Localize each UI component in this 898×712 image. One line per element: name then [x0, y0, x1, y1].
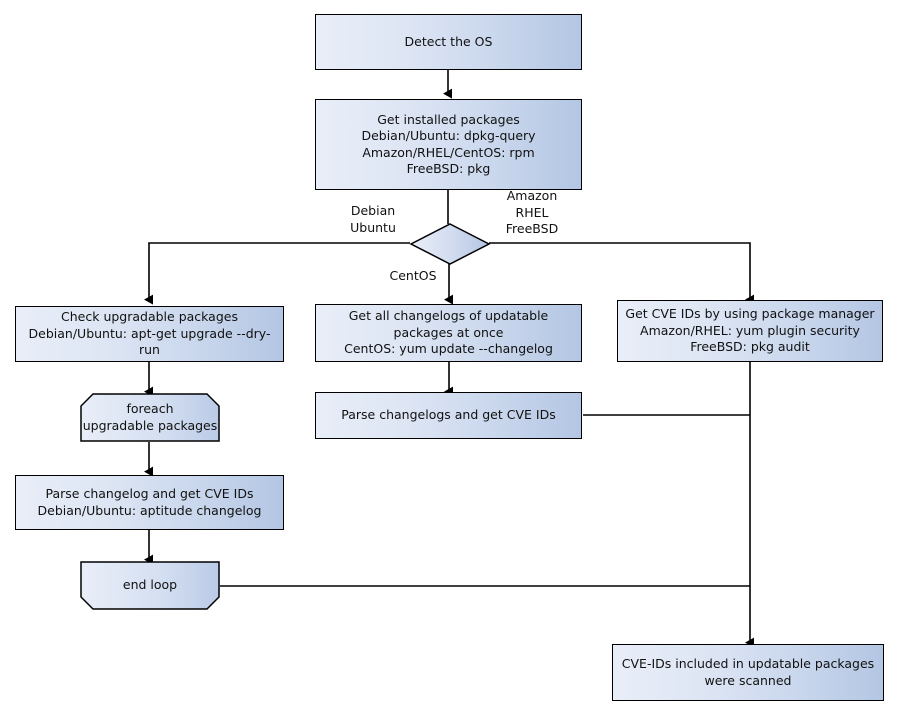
wire-decision-right	[489, 242, 754, 305]
node-detect-os[interactable]: Detect the OS	[315, 14, 582, 70]
node-check-upgradable-label: Check upgradable packages Debian/Ubuntu:…	[28, 309, 271, 358]
node-parse-changelogs-middle-label: Parse changelogs and get CVE IDs	[341, 407, 556, 423]
node-check-upgradable[interactable]: Check upgradable packages Debian/Ubuntu:…	[15, 306, 284, 362]
wire-decision-left	[144, 242, 410, 305]
node-end-loop[interactable]: end loop	[80, 561, 220, 610]
node-parse-changelog-left-label: Parse changelog and get CVE IDs Debian/U…	[37, 486, 262, 518]
node-get-all-changelogs[interactable]: Get all changelogs of updatable packages…	[315, 304, 582, 362]
edge-label-centos: CentOS	[389, 268, 437, 283]
node-get-installed-packages-label: Get installed packages Debian/Ubuntu: dp…	[361, 111, 536, 177]
edge-label-amazon-rhel-freebsd: Amazon RHEL FreeBSD	[505, 188, 559, 236]
node-result[interactable]: CVE-IDs included in updatable packages w…	[612, 644, 884, 701]
node-get-cve-ids-pkgmgr-label: Get CVE IDs by using package manager Ama…	[625, 306, 875, 355]
node-parse-changelog-left[interactable]: Parse changelog and get CVE IDs Debian/U…	[15, 475, 284, 530]
node-parse-changelogs-middle[interactable]: Parse changelogs and get CVE IDs	[315, 392, 582, 439]
node-get-all-changelogs-label: Get all changelogs of updatable packages…	[344, 308, 553, 357]
node-result-label: CVE-IDs included in updatable packages w…	[621, 656, 875, 688]
node-get-installed-packages[interactable]: Get installed packages Debian/Ubuntu: dp…	[315, 99, 582, 190]
edge-label-debian-ubuntu: Debian Ubuntu	[350, 203, 396, 235]
node-detect-os-label: Detect the OS	[404, 33, 493, 49]
node-os-decision[interactable]	[408, 221, 492, 271]
node-get-cve-ids-pkgmgr[interactable]: Get CVE IDs by using package manager Ama…	[617, 300, 883, 362]
node-foreach-loop-start[interactable]: foreach upgradable packages	[80, 393, 220, 442]
